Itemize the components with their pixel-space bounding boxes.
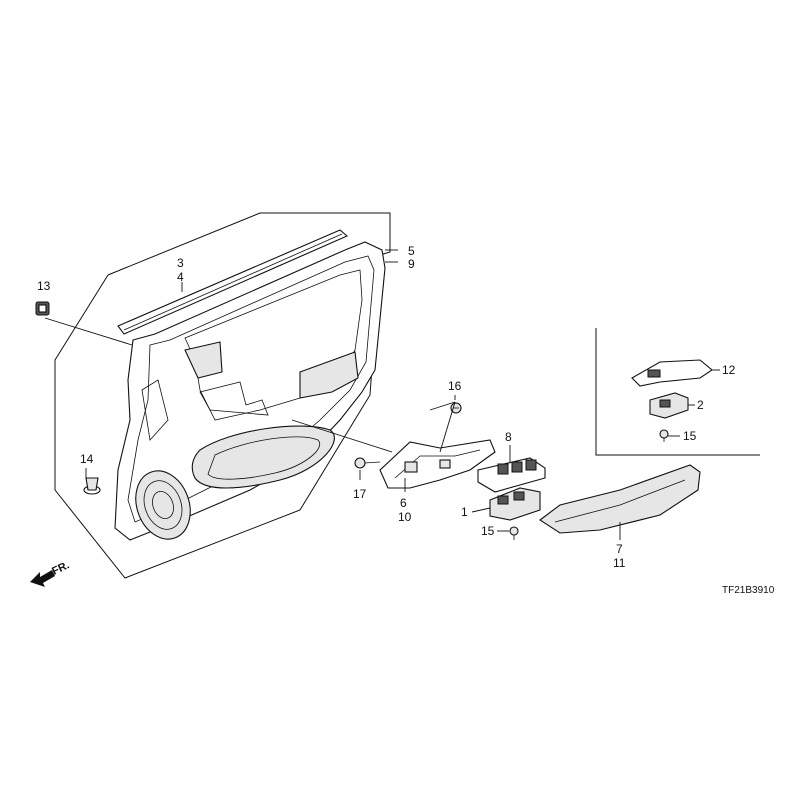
switch-panel-8[interactable] — [477, 457, 546, 493]
callout-15-main: 15 — [481, 524, 495, 538]
callout-8: 8 — [505, 430, 512, 444]
leader-lines — [44, 249, 720, 540]
callout-13: 13 — [37, 279, 51, 293]
callout-15-rear: 15 — [683, 429, 697, 443]
callout-10: 10 — [398, 510, 412, 524]
armrest-bracket[interactable] — [379, 439, 496, 489]
rear-switch-panel-12[interactable] — [631, 359, 713, 387]
callout-5: 5 — [408, 244, 415, 258]
drawing-code: TF21B3910 — [722, 585, 775, 596]
screw-17[interactable] — [354, 457, 381, 469]
front-arrow-icon — [30, 570, 55, 587]
rear-window-switch-2[interactable] — [649, 392, 689, 419]
screw-15-main[interactable] — [509, 526, 519, 540]
callout-9: 9 — [408, 257, 415, 271]
weatherstrip[interactable] — [117, 229, 349, 335]
lining-group-frame — [54, 212, 391, 579]
rear-switch-group-frame — [595, 328, 760, 456]
callout-4: 4 — [177, 270, 184, 284]
screw-15-rear[interactable] — [659, 429, 669, 442]
callout-11: 11 — [613, 556, 626, 570]
callout-1: 1 — [461, 505, 468, 519]
callout-2: 2 — [697, 398, 704, 412]
master-window-switch-1[interactable] — [489, 487, 541, 521]
callout-3: 3 — [177, 256, 184, 270]
callout-16: 16 — [448, 379, 462, 393]
clip-13[interactable] — [35, 301, 50, 316]
clip-14[interactable] — [83, 477, 101, 495]
callout-17: 17 — [353, 487, 367, 501]
callout-14: 14 — [80, 452, 94, 466]
callout-7: 7 — [616, 542, 623, 556]
front-indicator: FR. — [50, 559, 71, 577]
callout-12: 12 — [722, 363, 736, 377]
callout-6: 6 — [400, 496, 407, 510]
armrest-cover[interactable] — [539, 464, 701, 534]
door-lining-panel[interactable] — [114, 241, 386, 547]
